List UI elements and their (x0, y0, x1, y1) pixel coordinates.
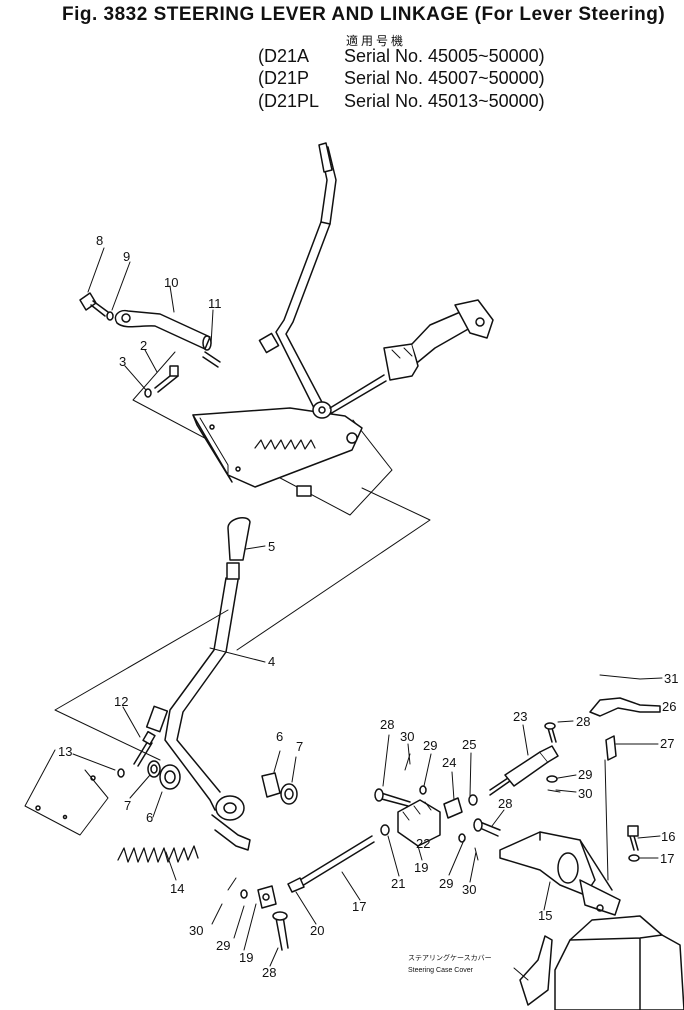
callout-number: 29 (578, 767, 592, 782)
steering-case-cover (554, 915, 684, 1010)
callout-number: 13 (58, 744, 72, 759)
callout-number: 10 (164, 275, 178, 290)
callout-number: 30 (462, 882, 476, 897)
callout-number: 4 (268, 654, 275, 669)
callout-number: 23 (513, 709, 527, 724)
callout-number: 14 (170, 881, 184, 896)
cylinder-rod-end (454, 299, 494, 339)
serial-range: Serial No. 45013~50000) (344, 91, 545, 111)
callout-number: 27 (660, 736, 674, 751)
callout-number: 28 (576, 714, 590, 729)
callout-number: 30 (400, 729, 414, 744)
leader-lines (72, 247, 663, 981)
callout-number: 6 (276, 729, 283, 744)
callout-number: 29 (216, 938, 230, 953)
callout-number: 29 (423, 738, 437, 753)
callout-number: 5 (268, 539, 275, 554)
serial-range: Serial No. 45005~50000) (344, 46, 545, 66)
callout-number: 7 (124, 798, 131, 813)
callout-number: 12 (114, 694, 128, 709)
callout-number: 11 (208, 296, 222, 311)
model-name: (D21P (258, 68, 310, 88)
callout-number: 2 (140, 338, 147, 353)
applicable-models-heading: 適用号機 (346, 34, 407, 48)
callout-number: 24 (442, 755, 456, 770)
callout-number: 19 (239, 950, 253, 965)
upper-assembly (79, 142, 494, 516)
model-name: (D21A (258, 46, 310, 66)
callout-number: 29 (439, 876, 453, 891)
callout-number: 17 (352, 899, 366, 914)
callout-number: 28 (498, 796, 512, 811)
callout-number: 7 (296, 739, 303, 754)
callout-number: 25 (462, 737, 476, 752)
callout-number: 17 (660, 851, 674, 866)
lever-grip (227, 517, 251, 561)
rod-end-clevis (383, 343, 419, 381)
lower-assembly (24, 487, 684, 1010)
steering-cylinder (504, 751, 549, 787)
figure-title: Fig. 3832 STEERING LEVER AND LINKAGE (Fo… (62, 4, 666, 25)
callout-number: 26 (662, 699, 676, 714)
callout-number: 8 (96, 233, 103, 248)
callout-number: 31 (664, 671, 678, 686)
lever-bracket (192, 407, 363, 488)
model-row: (D21P Serial No. 45007~50000) (258, 68, 598, 90)
callout-number: 22 (416, 836, 430, 851)
callout-number: 28 (262, 965, 276, 980)
callout-number: 9 (123, 249, 130, 264)
callout-number: 6 (146, 810, 153, 825)
model-row: (D21PL Serial No. 45013~50000) (258, 91, 598, 113)
callout-number: 30 (189, 923, 203, 938)
callout-number: 21 (391, 876, 405, 891)
steering-arm (589, 697, 661, 717)
cover-label-en: Steering Case Cover (408, 967, 474, 974)
callout-number: 3 (119, 354, 126, 369)
model-name: (D21PL (258, 91, 320, 111)
model-row: (D21A Serial No. 45005~50000) (258, 46, 598, 68)
return-spring (117, 845, 199, 863)
cover-label-jp: ステアリングケースカバー (408, 953, 492, 962)
serial-range: Serial No. 45007~50000) (344, 68, 545, 88)
callout-number: 28 (380, 717, 394, 732)
callout-labels: 8 9 10 11 2 3 5 4 12 13 7 6 6 7 14 30 29… (58, 233, 678, 980)
callout-number: 20 (310, 923, 324, 938)
callout-number: 19 (414, 860, 428, 875)
callout-number: 15 (538, 908, 552, 923)
callout-number: 16 (661, 829, 675, 844)
clevis-block (397, 799, 441, 847)
callout-number: 30 (578, 786, 592, 801)
